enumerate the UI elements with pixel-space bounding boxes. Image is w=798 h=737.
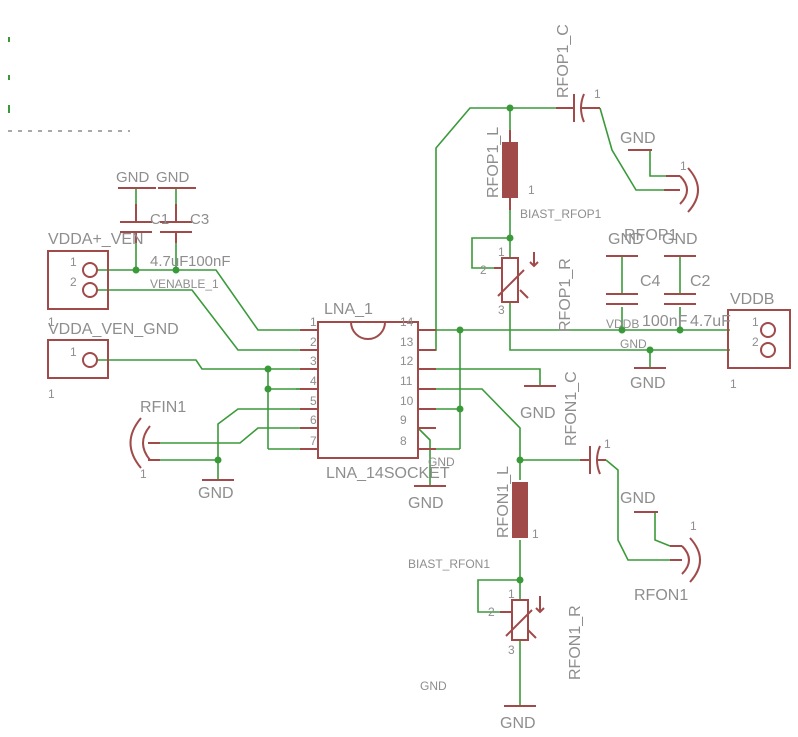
svg-text:3: 3	[498, 303, 505, 317]
biast-rfon1-label: BIAST_RFON1	[408, 557, 490, 571]
pin-numbers: 1 2 1 1 1 1 1 2 3 4 5 6 7 8 9 10 11 12 1…	[48, 87, 759, 657]
svg-text:1: 1	[594, 87, 601, 101]
svg-text:2: 2	[488, 605, 495, 619]
svg-text:1: 1	[48, 315, 55, 329]
gnd-net-label-bottom: GND	[420, 679, 447, 693]
gnd-net-label-vddb: GND	[620, 337, 647, 351]
vddb-label: VDDB	[730, 291, 774, 308]
gnd-label-rfon1: GND	[620, 490, 656, 507]
svg-text:2: 2	[70, 275, 77, 289]
rfon1-c-label: RFON1_C	[563, 371, 580, 446]
svg-text:2: 2	[752, 335, 759, 349]
svg-text:1: 1	[680, 159, 687, 173]
svg-text:1: 1	[70, 255, 77, 269]
ic-pin-stubs	[300, 329, 436, 450]
svg-text:1: 1	[70, 345, 77, 359]
svg-text:1: 1	[310, 315, 317, 329]
gnd-net-label-pin8: GND	[428, 455, 455, 469]
c1-value: 4.7uF	[150, 253, 188, 270]
rfon1-label: RFON1	[634, 587, 688, 604]
connector-rfin1[interactable]	[129, 417, 161, 469]
labels: GND GND C1 C3 4.7uF 100nF VDDA+_VEN VENA…	[48, 24, 774, 732]
svg-text:7: 7	[310, 434, 317, 448]
c3-label: C3	[190, 211, 209, 228]
gnd-label-c4: GND	[608, 231, 644, 248]
svg-text:5: 5	[310, 394, 317, 408]
svg-text:3: 3	[508, 643, 515, 657]
svg-text:6: 6	[310, 413, 317, 427]
rfop1-label: RFOP1	[624, 227, 677, 244]
gnd-label-pin12: GND	[520, 405, 556, 422]
rfop1-r-label: RFOP1_R	[557, 258, 574, 332]
svg-text:1: 1	[140, 467, 147, 481]
capacitor-c4[interactable]	[606, 293, 638, 305]
lna-package-label: LNA_14SOCKET	[326, 465, 450, 482]
capacitor-c3[interactable]	[160, 204, 192, 243]
svg-text:1: 1	[48, 387, 55, 401]
potentiometer-rfon1-r[interactable]	[500, 596, 545, 641]
inductor-rfon1-l[interactable]	[512, 482, 528, 538]
rfon1-l-label: RFON1_L	[495, 466, 512, 538]
svg-text:1: 1	[752, 315, 759, 329]
rfop1-c-label: RFOP1_C	[555, 24, 572, 98]
svg-text:11: 11	[400, 374, 413, 388]
gnd-label-pot-rfon1: GND	[500, 715, 536, 732]
svg-text:1: 1	[532, 527, 539, 541]
connector-vdda-ven-gnd[interactable]	[47, 339, 109, 379]
svg-text:9: 9	[400, 413, 407, 427]
svg-text:1: 1	[730, 377, 737, 391]
capacitor-c1[interactable]	[120, 204, 152, 243]
svg-text:1: 1	[508, 587, 515, 601]
junction-dots	[132, 104, 684, 584]
connector-rfop1[interactable]	[664, 167, 699, 213]
connector-vddb[interactable]	[727, 309, 791, 369]
lna-label: LNA_1	[324, 301, 373, 318]
svg-text:3: 3	[310, 354, 317, 368]
clipped-left-marks	[8, 37, 130, 132]
svg-text:1: 1	[690, 519, 697, 533]
connector-vdda-ven[interactable]	[47, 250, 109, 310]
biast-rfop1-label: BIAST_RFOP1	[520, 207, 602, 221]
svg-text:1: 1	[604, 437, 611, 451]
capacitor-rfop1-c[interactable]	[556, 93, 600, 123]
svg-text:1: 1	[498, 245, 505, 259]
potentiometer-rfop1-r[interactable]	[494, 252, 539, 303]
rfon1-r-label: RFON1_R	[567, 605, 584, 680]
c2-label: C2	[690, 273, 711, 290]
vdda-ven-label: VDDA+_VEN	[48, 231, 144, 248]
svg-text:13: 13	[400, 335, 414, 349]
rfin1-label: RFIN1	[140, 399, 186, 416]
gnd-label-rfop1: GND	[620, 130, 656, 147]
gnd-label-c3: GND	[156, 169, 190, 186]
svg-text:1: 1	[528, 183, 535, 197]
svg-text:2: 2	[480, 263, 487, 277]
svg-text:12: 12	[400, 354, 414, 368]
gnd-label-c1: GND	[116, 169, 150, 186]
svg-text:14: 14	[400, 315, 414, 329]
svg-text:2: 2	[310, 335, 317, 349]
c4-value: 100nF	[642, 313, 688, 330]
rfop1-l-label: RFOP1_L	[485, 127, 502, 198]
c1-label: C1	[150, 211, 169, 228]
inductor-rfop1-l[interactable]	[502, 130, 518, 210]
capacitor-c2[interactable]	[664, 293, 696, 305]
c3-value: 100nF	[188, 253, 231, 270]
venable-net-label: VENABLE_1	[150, 277, 219, 291]
c4-label: C4	[640, 273, 661, 290]
c2-value: 4.7uF	[690, 313, 731, 330]
vdda-ven-gnd-label: VDDA_VEN_GND	[48, 321, 179, 338]
vddb-net-label: VDDB	[606, 317, 639, 331]
gnd-label-c2: GND	[662, 231, 698, 248]
svg-text:4: 4	[310, 374, 317, 388]
svg-text:10: 10	[400, 394, 414, 408]
gnd-label-vddb: GND	[630, 375, 666, 392]
gnd-label-pin8: GND	[408, 495, 444, 512]
capacitor-rfon1-c[interactable]	[580, 445, 606, 475]
connector-rfon1[interactable]	[670, 537, 701, 583]
gnd-label-rfin1: GND	[198, 485, 234, 502]
svg-text:8: 8	[400, 434, 407, 448]
